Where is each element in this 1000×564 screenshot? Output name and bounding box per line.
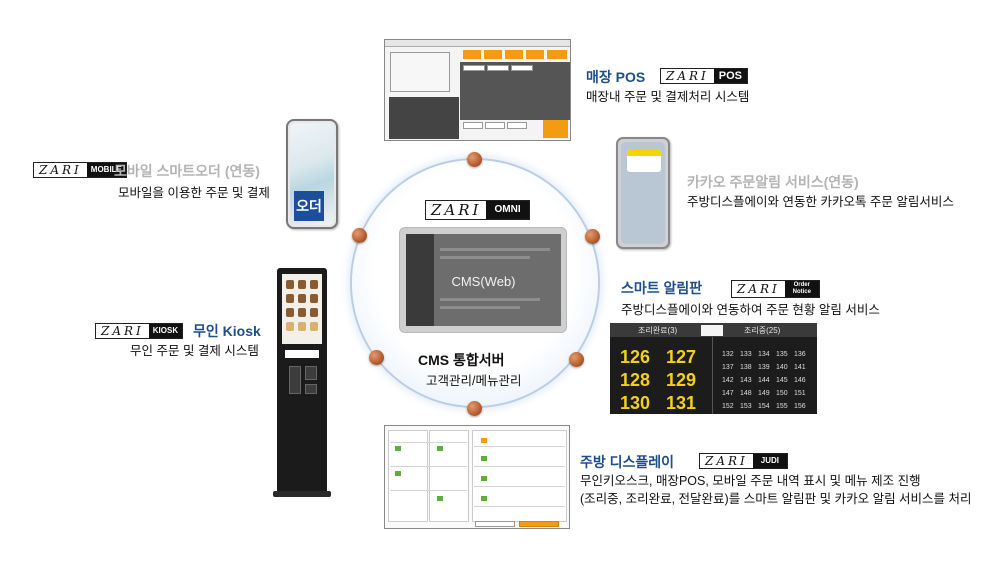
done-number: 129 <box>666 370 697 390</box>
cooking-number: 150 <box>776 390 788 397</box>
kitchen-display-screenshot <box>384 425 570 529</box>
cms-server-desc: 고객관리/메뉴관리 <box>426 374 522 388</box>
smart-order-app-icon: 오더 <box>294 191 324 221</box>
connector-dot-upper-right <box>585 229 600 244</box>
kiosk-brand-plate <box>285 350 319 358</box>
mobile-title: 모바일 스마트오더 (연동) <box>114 163 260 179</box>
cooking-number: 152 <box>722 403 734 410</box>
done-number: 128 <box>620 370 651 390</box>
cooking-number: 144 <box>758 377 770 384</box>
cooking-number: 145 <box>776 377 788 384</box>
cooking-header: 조리중(25) <box>744 326 781 335</box>
pos-screenshot <box>384 39 571 141</box>
pos-title: 매장 POS <box>586 69 646 85</box>
kiosk-screen <box>282 274 322 344</box>
zari-order-notice-logo: ZARI Order Notice <box>731 280 820 298</box>
connector-dot-bottom <box>467 401 482 416</box>
cooking-number: 148 <box>740 390 752 397</box>
cooking-number: 133 <box>740 351 752 358</box>
cooking-number: 151 <box>794 390 806 397</box>
cms-screen-label: CMS(Web) <box>451 274 516 289</box>
kiosk-desc: 무인 주문 및 결제 시스템 <box>130 344 259 358</box>
cooking-number: 153 <box>740 403 752 410</box>
kakao-desc: 주방디스플에이와 연동한 카카오톡 주문 알림서비스 <box>687 195 954 209</box>
zari-mobile-logo: ZARI MOBILE <box>33 162 127 178</box>
kitchen-desc-line2: (조리중, 조리완료, 전달완료)를 스마트 알림판 및 카카오 알림 서비스를… <box>580 492 972 506</box>
zari-judi-logo: ZARI JUDI <box>699 453 789 469</box>
cooking-number: 137 <box>722 364 734 371</box>
kitchen-desc-line1: 무인키오스크, 매장POS, 모바일 주문 내역 표시 및 메뉴 제조 진행 <box>580 474 921 488</box>
cooking-number: 135 <box>776 351 788 358</box>
done-number: 131 <box>666 393 697 413</box>
done-number: 126 <box>620 347 651 367</box>
cms-server-title: CMS 통합서버 <box>418 352 505 368</box>
cooking-number: 136 <box>794 351 806 358</box>
cooking-number: 143 <box>740 377 752 384</box>
pos-desc: 매장내 주문 및 결제처리 시스템 <box>586 90 750 104</box>
cooking-number: 140 <box>776 364 788 371</box>
board-logo <box>701 325 723 336</box>
zari-omni-logo: ZARI OMNI <box>425 200 530 220</box>
cooking-number: 155 <box>776 403 788 410</box>
kiosk-image <box>273 268 331 497</box>
zari-kiosk-logo: ZARI KIOSK <box>95 323 184 339</box>
cms-web-monitor: CMS(Web) <box>399 227 567 333</box>
cooking-number: 132 <box>722 351 734 358</box>
done-number: 130 <box>620 393 651 413</box>
mobile-desc: 모바일을 이용한 주문 및 결제 <box>118 186 270 200</box>
connector-dot-top <box>467 152 482 167</box>
smart-board-desc: 주방디스플에이와 연동하여 주문 현황 알림 서비스 <box>621 303 880 317</box>
kakao-title: 카카오 주문알림 서비스(연동) <box>687 174 859 190</box>
cooking-number: 134 <box>758 351 770 358</box>
order-notice-board: 조리완료(3) 조리중(25) 132 133 134 135 136 137 138 139… <box>610 323 817 414</box>
cooking-number: 142 <box>722 377 734 384</box>
connector-dot-lower-right <box>569 352 584 367</box>
kiosk-title: 무인 Kiosk <box>193 323 261 339</box>
kakao-phone-image <box>616 137 670 249</box>
done-number: 127 <box>666 347 697 367</box>
cooking-number: 146 <box>794 377 806 384</box>
cooking-number: 154 <box>758 403 770 410</box>
cooking-number: 139 <box>758 364 770 371</box>
cooking-number: 147 <box>722 390 734 397</box>
cooking-number: 156 <box>794 403 806 410</box>
cms-web-screen: CMS(Web) <box>406 234 561 326</box>
mobile-phone-image: 오더 <box>286 119 338 229</box>
cooking-number: 138 <box>740 364 752 371</box>
cms-sidebar <box>406 234 434 326</box>
zari-pos-logo: ZARI POS <box>660 68 749 84</box>
connector-dot-lower-left <box>369 350 384 365</box>
connector-dot-upper-left <box>352 228 367 243</box>
cooking-number: 149 <box>758 390 770 397</box>
smart-board-title: 스마트 알림판 <box>621 280 703 296</box>
kitchen-title: 주방 디스플레이 <box>580 454 675 470</box>
kakao-message-bubble <box>627 150 661 172</box>
done-header: 조리완료(3) <box>638 326 678 335</box>
cooking-number: 141 <box>794 364 806 371</box>
